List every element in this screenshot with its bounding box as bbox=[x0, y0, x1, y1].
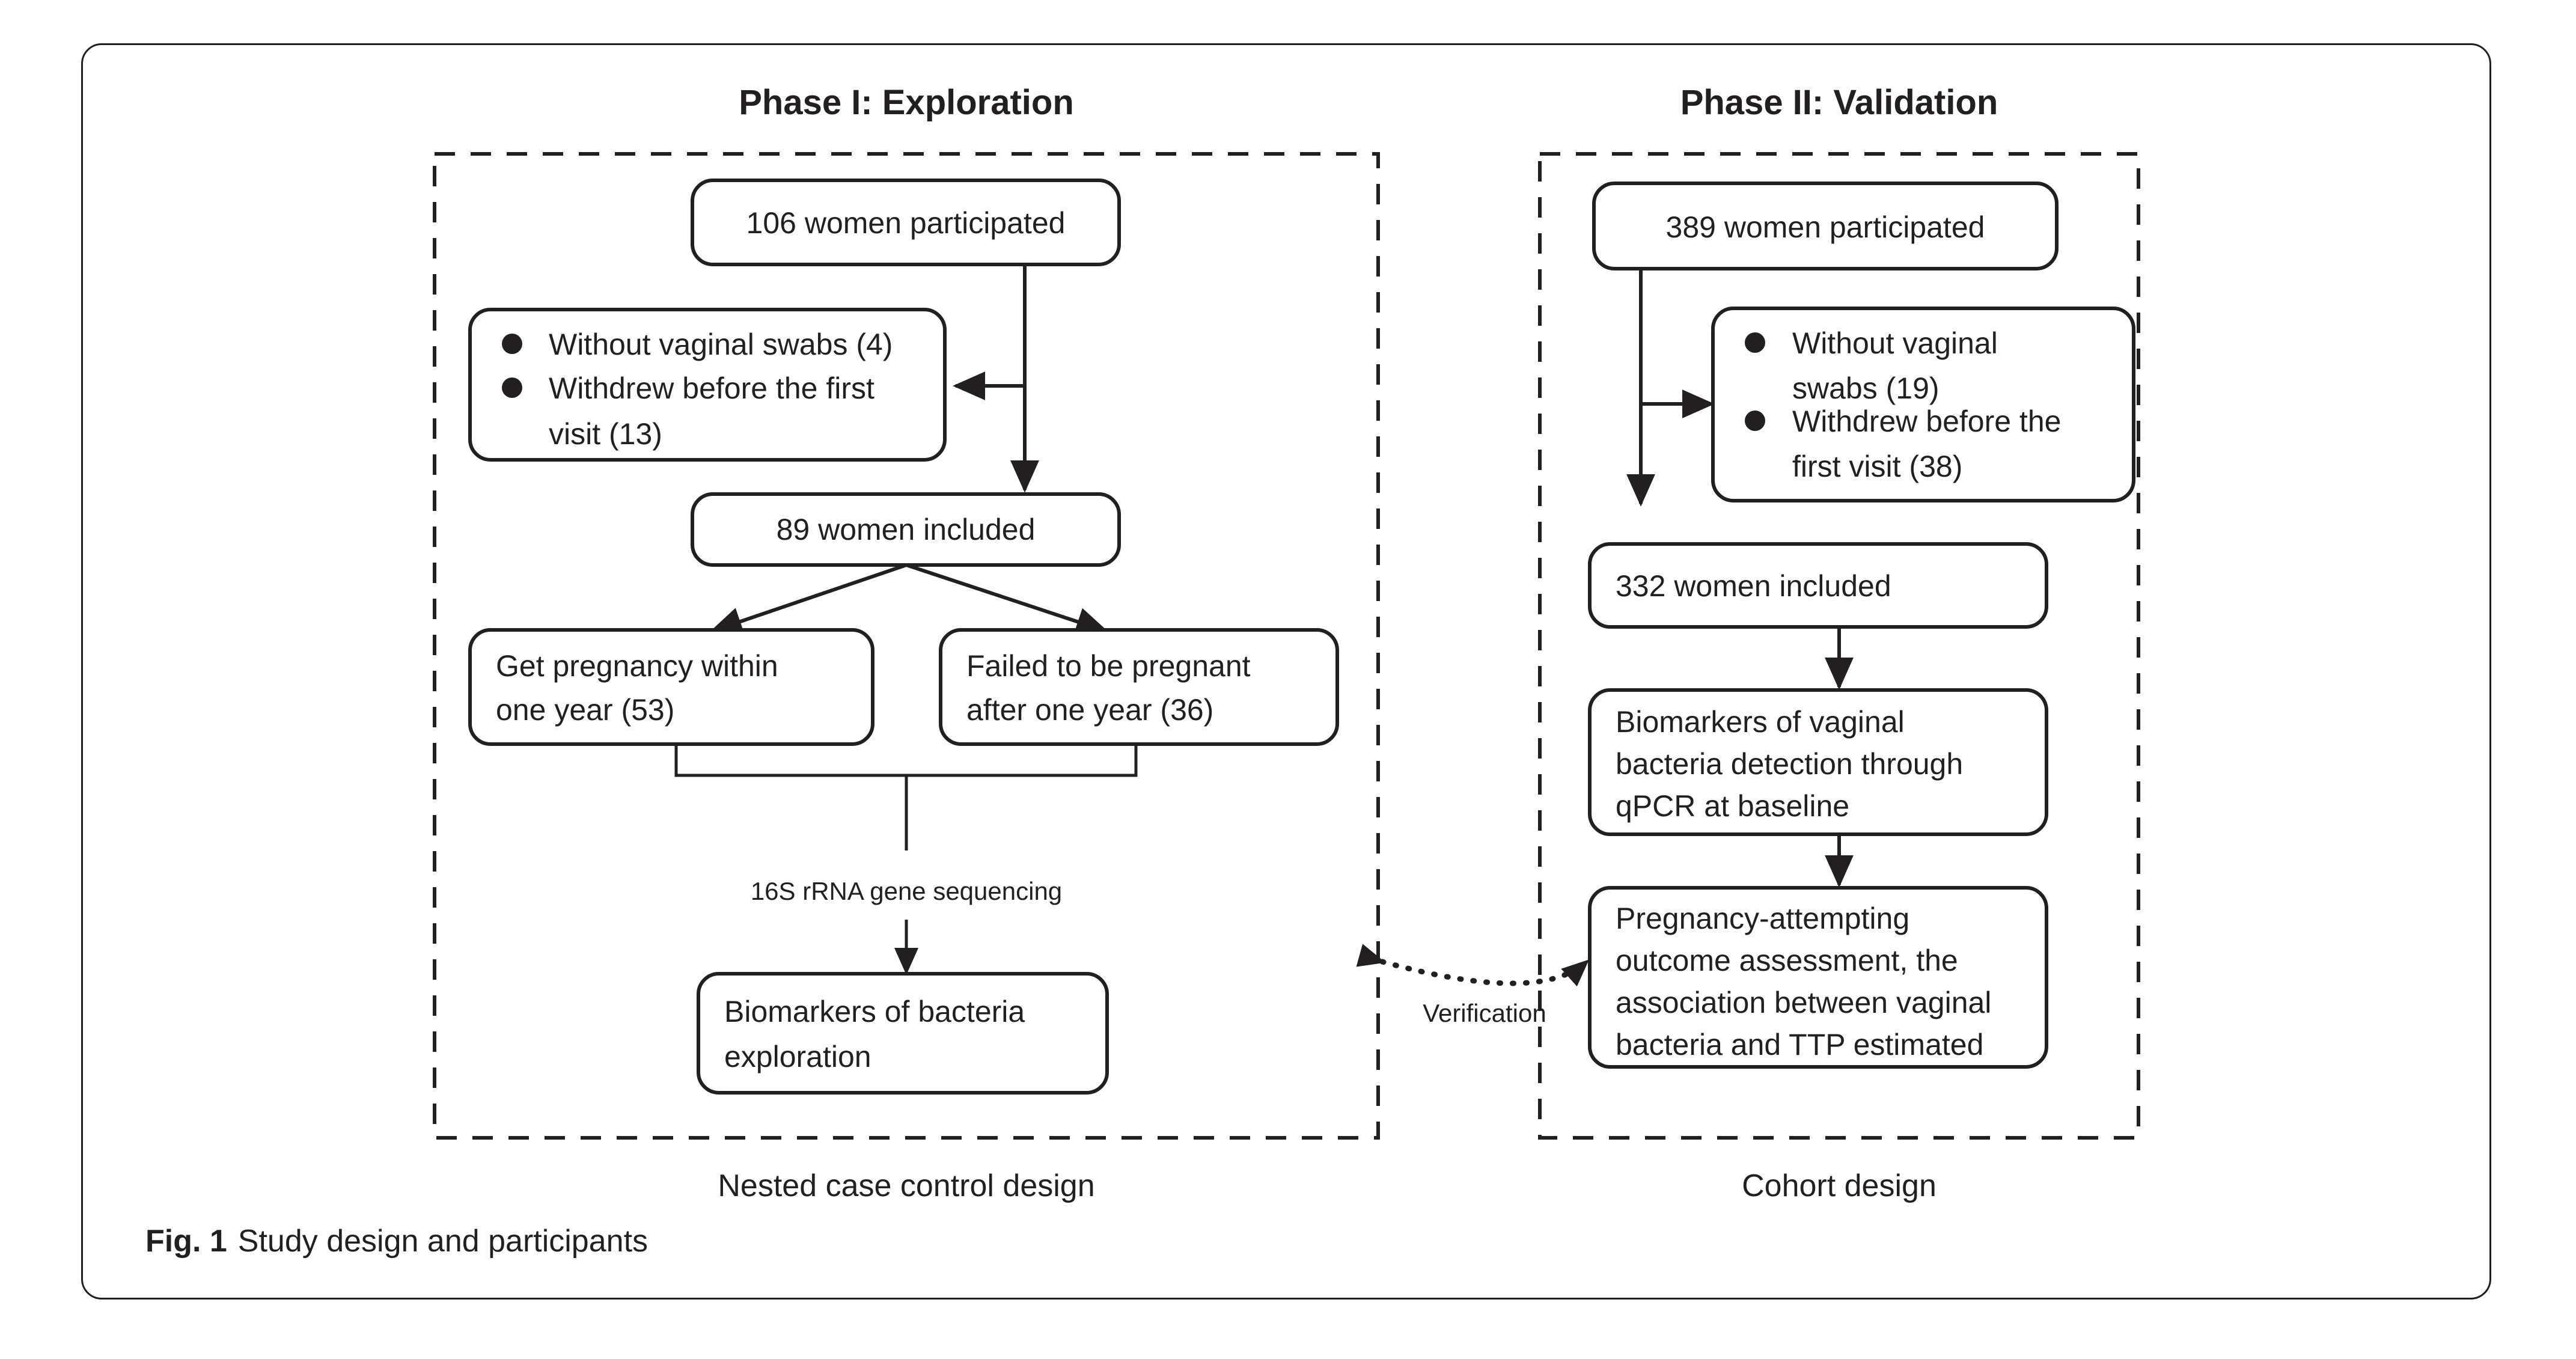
figure-card-border bbox=[81, 43, 2491, 1299]
figure-caption-text: Study design and participants bbox=[237, 1224, 649, 1259]
figure-caption: Fig. 1 Study design and participants bbox=[145, 1223, 648, 1259]
figure-number: Fig. 1 bbox=[145, 1224, 227, 1259]
